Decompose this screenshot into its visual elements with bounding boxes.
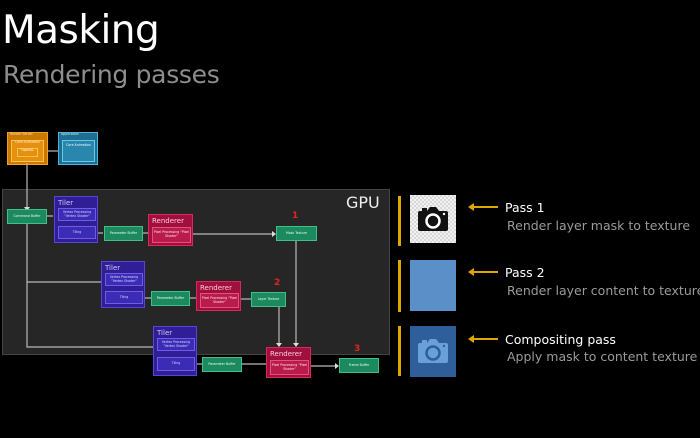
pass-2-bar — [398, 260, 401, 312]
blue-square-icon — [410, 260, 456, 311]
opengl-label: OpenGL — [21, 148, 34, 152]
mask-texture: Mask Texture — [276, 226, 317, 241]
parameter-buffer-label: Parameter Buffer — [208, 361, 236, 366]
opengl-box: OpenGL — [17, 148, 38, 157]
pixel-processing-box: Pixel Processing "Pixel Shader" — [152, 227, 191, 243]
render-server-box: Render Server Core Animation OpenGL — [7, 132, 48, 165]
core-animation-label: Core Animation — [15, 140, 40, 144]
pixel-processing-box: Pixel Processing "Pixel Shader" — [270, 360, 309, 375]
camera-mask-icon — [410, 195, 456, 243]
vertex-processing-box: Vertex Processing "Vertex Shader" — [58, 208, 96, 221]
tiling-box: Tiling — [58, 226, 96, 239]
mask-texture-label: Mask Texture — [286, 230, 307, 235]
layer-texture-label: Layer Texture — [257, 296, 280, 301]
pixel-processing-label: Pixel Processing "Pixel Shader" — [153, 230, 190, 238]
legend-compositing-title: Compositing pass — [505, 332, 616, 347]
tiling-box: Tiling — [157, 357, 195, 371]
tiler-pass-3: Tiler Vertex Processing "Vertex Shader" … — [153, 326, 197, 376]
app-core-animation-label: Core Animation — [66, 143, 91, 147]
connector-command-pass2 — [26, 224, 153, 348]
vertex-processing-box: Vertex Processing "Vertex Shader" — [157, 338, 195, 351]
application-core-animation-box: Core Animation — [62, 140, 95, 162]
legend-pass-2-description: Render layer content to texture — [507, 283, 700, 298]
tiler-pass-2: Tiler Vertex Processing "Vertex Shader" … — [101, 261, 145, 308]
tiling-box: Tiling — [105, 291, 143, 304]
pass-number-2: 2 — [274, 278, 281, 288]
legend-compositing-description: Apply mask to content texture — [507, 349, 698, 364]
pixel-processing-box: Pixel Processing "Pixel Shader" — [200, 293, 239, 308]
renderer-pass-1: Renderer Pixel Processing "Pixel Shader" — [148, 214, 193, 246]
renderer-title: Renderer — [270, 350, 302, 358]
command-buffer: Command Buffer — [7, 209, 47, 224]
legend-pass-1-title: Pass 1 — [505, 200, 545, 215]
application-box: Application Core Animation — [58, 132, 98, 165]
render-server-core-animation-box: Core Animation OpenGL — [11, 140, 44, 162]
slide-title: Masking — [2, 8, 160, 53]
layer-texture: Layer Texture — [251, 292, 286, 307]
parameter-buffer-pass-2: Parameter Buffer — [151, 291, 190, 306]
vertex-processing-label: Vertex Processing "Vertex Shader" — [62, 209, 92, 218]
render-server-label: Render Server — [10, 132, 33, 136]
pass-number-3: 3 — [354, 344, 361, 354]
pass-2-arrow-icon — [468, 268, 498, 276]
renderer-title: Renderer — [200, 284, 232, 292]
slide-subtitle: Rendering passes — [3, 60, 220, 89]
tiling-label: Tiling — [171, 361, 181, 366]
tiling-label: Tiling — [119, 294, 129, 299]
legend-pass-1-description: Render layer mask to texture — [507, 218, 691, 233]
tiler-title: Tiler — [105, 264, 121, 272]
parameter-buffer-pass-3: Parameter Buffer — [202, 357, 242, 372]
tiler-pass-1: Tiler Vertex Processing "Vertex Shader" … — [54, 196, 98, 243]
renderer-title: Renderer — [152, 217, 184, 225]
compositing-arrow-icon — [468, 335, 498, 343]
pixel-processing-label: Pixel Processing "Pixel Shader" — [271, 362, 308, 371]
pixel-processing-label: Pixel Processing "Pixel Shader" — [201, 295, 238, 304]
parameter-buffer-label: Parameter Buffer — [156, 295, 185, 300]
command-buffer-label: Command Buffer — [13, 213, 41, 218]
pass-number-1: 1 — [292, 211, 299, 221]
tiling-label: Tiling — [72, 229, 82, 234]
tiler-title: Tiler — [157, 329, 173, 337]
vertex-processing-label: Vertex Processing "Vertex Shader" — [161, 339, 191, 348]
parameter-buffer-pass-1: Parameter Buffer — [104, 226, 143, 241]
compositing-bar — [398, 326, 401, 376]
tiler-title: Tiler — [58, 199, 74, 207]
application-label: Application — [61, 132, 79, 136]
renderer-pass-2: Renderer Pixel Processing "Pixel Shader" — [196, 281, 241, 311]
parameter-buffer-label: Parameter Buffer — [109, 230, 138, 235]
pass-1-bar — [398, 196, 401, 246]
camera-composite-icon — [410, 326, 456, 377]
legend-pass-2-title: Pass 2 — [505, 265, 545, 280]
frame-buffer: Frame Buffer — [339, 358, 379, 373]
gpu-label: GPU — [346, 193, 380, 212]
renderer-pass-3: Renderer Pixel Processing "Pixel Shader" — [266, 347, 311, 378]
vertex-processing-label: Vertex Processing "Vertex Shader" — [109, 274, 139, 283]
frame-buffer-label: Frame Buffer — [348, 362, 370, 367]
vertex-processing-box: Vertex Processing "Vertex Shader" — [105, 273, 143, 286]
pass-1-arrow-icon — [468, 203, 498, 211]
